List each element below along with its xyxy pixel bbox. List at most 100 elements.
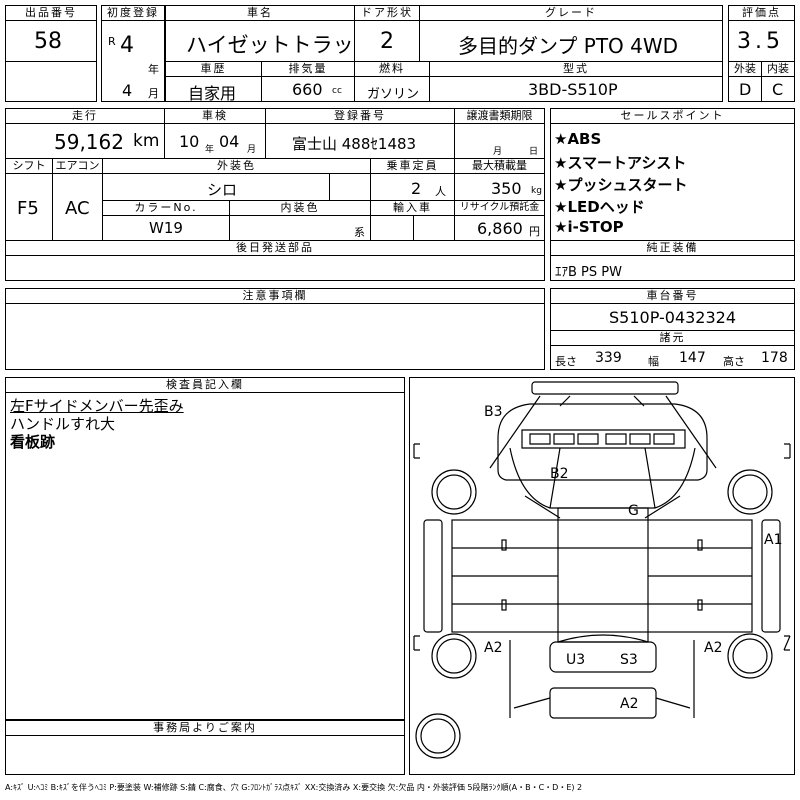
lot-value-box: 58: [5, 20, 97, 62]
cc-unit: cc: [332, 86, 342, 96]
reg-month-unit: 月: [148, 87, 159, 100]
notes-box: [5, 303, 545, 370]
insp-year: 10: [179, 132, 200, 151]
equip-value: ｴｱB PS PW: [555, 265, 622, 280]
ext-label: 外装: [728, 61, 762, 77]
intcolor-label: 内装色: [229, 200, 371, 216]
width-value: 147: [679, 350, 706, 366]
shift-label: シフト: [5, 158, 53, 174]
grade-value: 多目的ダンプ PTO 4WD: [458, 34, 679, 58]
first-reg-label: 初度登録: [101, 5, 165, 21]
inspector-line-3: 看板跡: [10, 433, 56, 451]
cc-box: 660 cc: [261, 76, 355, 102]
fuel-box: ガソリン: [354, 76, 430, 102]
damage-diagram: B3 B2 G A1 A2 A2 U3 S3 A2: [409, 377, 795, 775]
transfer-box: 月 日: [454, 123, 545, 159]
name-label: 車名: [165, 5, 355, 21]
doors-box: 2: [354, 20, 420, 62]
ac-label: エアコン: [52, 158, 103, 174]
color-label: 外装色: [102, 158, 371, 174]
recycle-unit: 円: [529, 225, 540, 238]
int-label: 内装: [761, 61, 795, 77]
mark-a2-rear: A2: [620, 696, 638, 712]
sales-item-1: ★ABS: [554, 130, 602, 148]
ext-value: D: [739, 80, 752, 99]
reg-month: 4: [122, 81, 133, 100]
color-blank: [329, 173, 371, 201]
model-value: 3BD-S510P: [528, 80, 618, 99]
length-value: 339: [595, 350, 622, 366]
cap-label: 乗車定員: [370, 158, 455, 174]
era: R: [108, 35, 116, 48]
load-box: 350 kg: [454, 173, 545, 201]
recycle-value: 6,860: [477, 219, 523, 238]
name-box: ハイゼットトラック: [165, 20, 375, 62]
insp-month: 04: [219, 132, 240, 151]
equip-box: ｴｱB PS PW: [550, 255, 795, 281]
plate-box: 富士山 488ｾ1483: [265, 123, 455, 159]
mark-a2-left: A2: [484, 640, 502, 656]
lot-value: 58: [34, 29, 62, 54]
colorno-value: W19: [149, 219, 183, 237]
plate-value: 富士山 488ｾ1483: [292, 135, 417, 153]
insp-month-unit: 月: [247, 145, 257, 155]
height-label: 高さ: [723, 355, 745, 368]
model-label: 型式: [429, 61, 723, 77]
load-value: 350: [491, 179, 522, 198]
colorno-label: カラーNo.: [102, 200, 230, 216]
chassis-value: S510P-0432324: [609, 308, 737, 327]
equip-label: 純正装備: [550, 240, 795, 256]
truck-diagram: B3 B2 G A1 A2 A2 U3 S3 A2: [413, 381, 791, 759]
later-box: [5, 255, 545, 281]
dims-label: 諸元: [550, 330, 795, 346]
mark-u3: U3: [566, 652, 585, 668]
fuel-value: ガソリン: [367, 87, 420, 102]
sales-item-2: ★スマートアシスト: [554, 154, 687, 172]
sales-label: セールスポイント: [550, 108, 795, 124]
intcolor-box: 系: [229, 215, 371, 241]
ext-box: D: [728, 76, 762, 102]
plate-label: 登録番号: [265, 108, 455, 124]
intcolor-unit: 系: [354, 226, 365, 239]
reg-year-unit: 年: [148, 63, 159, 76]
score-value: 3.5: [737, 29, 784, 54]
sales-item-5: ★i-STOP: [554, 218, 624, 236]
mark-g: G: [628, 503, 639, 519]
transfer-label: 譲渡書類期限: [454, 108, 545, 124]
inspection-label: 車検: [164, 108, 266, 124]
int-value: C: [772, 80, 784, 99]
mark-b3: B3: [484, 404, 503, 420]
doors-value: 2: [380, 29, 394, 54]
lot-label: 出品番号: [5, 5, 97, 21]
history-box: 自家用: [165, 76, 262, 103]
reg-year: 4: [120, 33, 134, 58]
color-value: シロ: [207, 181, 238, 199]
name-value: ハイゼットトラック: [186, 33, 375, 57]
cc-label: 排気量: [261, 61, 355, 77]
width-label: 幅: [648, 355, 659, 368]
load-label: 最大積載量: [454, 158, 545, 174]
mark-s3: S3: [620, 652, 638, 668]
dims-box: 長さ 339 幅 147 高さ 178: [550, 345, 795, 370]
later-label: 後日発送部品: [5, 240, 545, 256]
transfer-month: 月: [493, 147, 503, 157]
inspector-label: 検査員記入欄: [5, 377, 405, 393]
recycle-label: リサイクル預託金: [454, 200, 545, 216]
shift-value: F5: [17, 198, 39, 219]
insp-year-unit: 年: [205, 145, 215, 155]
ac-box: AC: [52, 173, 103, 241]
cap-unit: 人: [435, 185, 446, 198]
mileage-label: 走行: [5, 108, 165, 124]
int-box: C: [761, 76, 795, 102]
legend: A:ｷｽﾞ U:ﾍｺﾐ B:ｷｽﾞを伴うﾍｺﾐ P:要塗装 W:補修跡 S:錆 …: [5, 783, 583, 792]
mileage-value: 59,162: [54, 130, 124, 154]
load-unit: kg: [531, 186, 542, 196]
first-reg-box: R 4 年 4 月: [101, 20, 165, 102]
chassis-label: 車台番号: [550, 288, 795, 304]
mark-b2: B2: [550, 466, 569, 482]
fuel-label: 燃料: [354, 61, 430, 77]
recycle-box: 6,860 円: [454, 215, 545, 241]
mark-a1: A1: [764, 532, 782, 548]
mileage-box: 59,162 km: [5, 123, 165, 159]
score-box: 3.5: [728, 20, 795, 62]
